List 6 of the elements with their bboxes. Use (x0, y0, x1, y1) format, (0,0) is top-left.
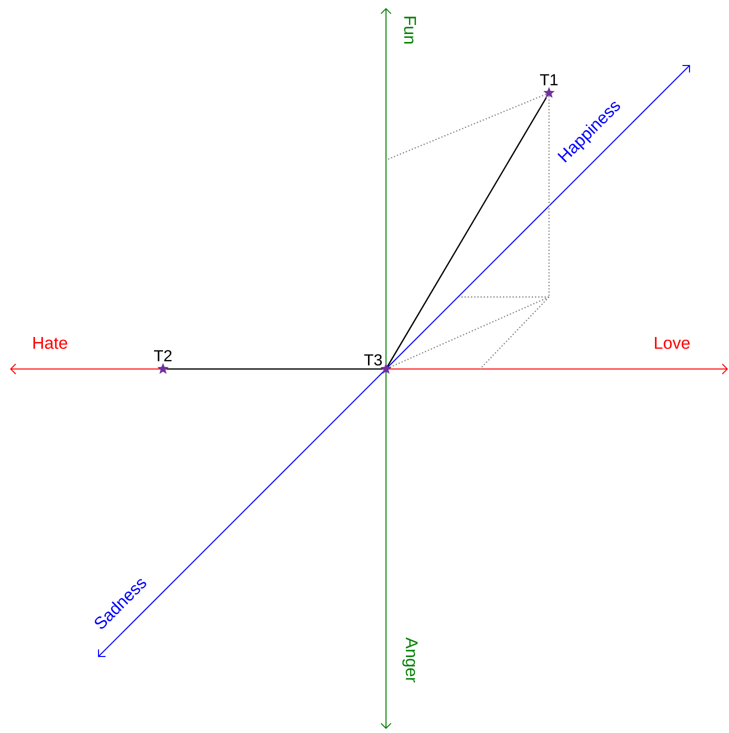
line (387, 97, 547, 367)
axis-label: Anger (402, 637, 418, 682)
axis-label: Hate (33, 337, 68, 349)
axis-label: Love (654, 337, 690, 349)
axis-label: Fun (404, 16, 416, 44)
line (166, 368, 382, 370)
